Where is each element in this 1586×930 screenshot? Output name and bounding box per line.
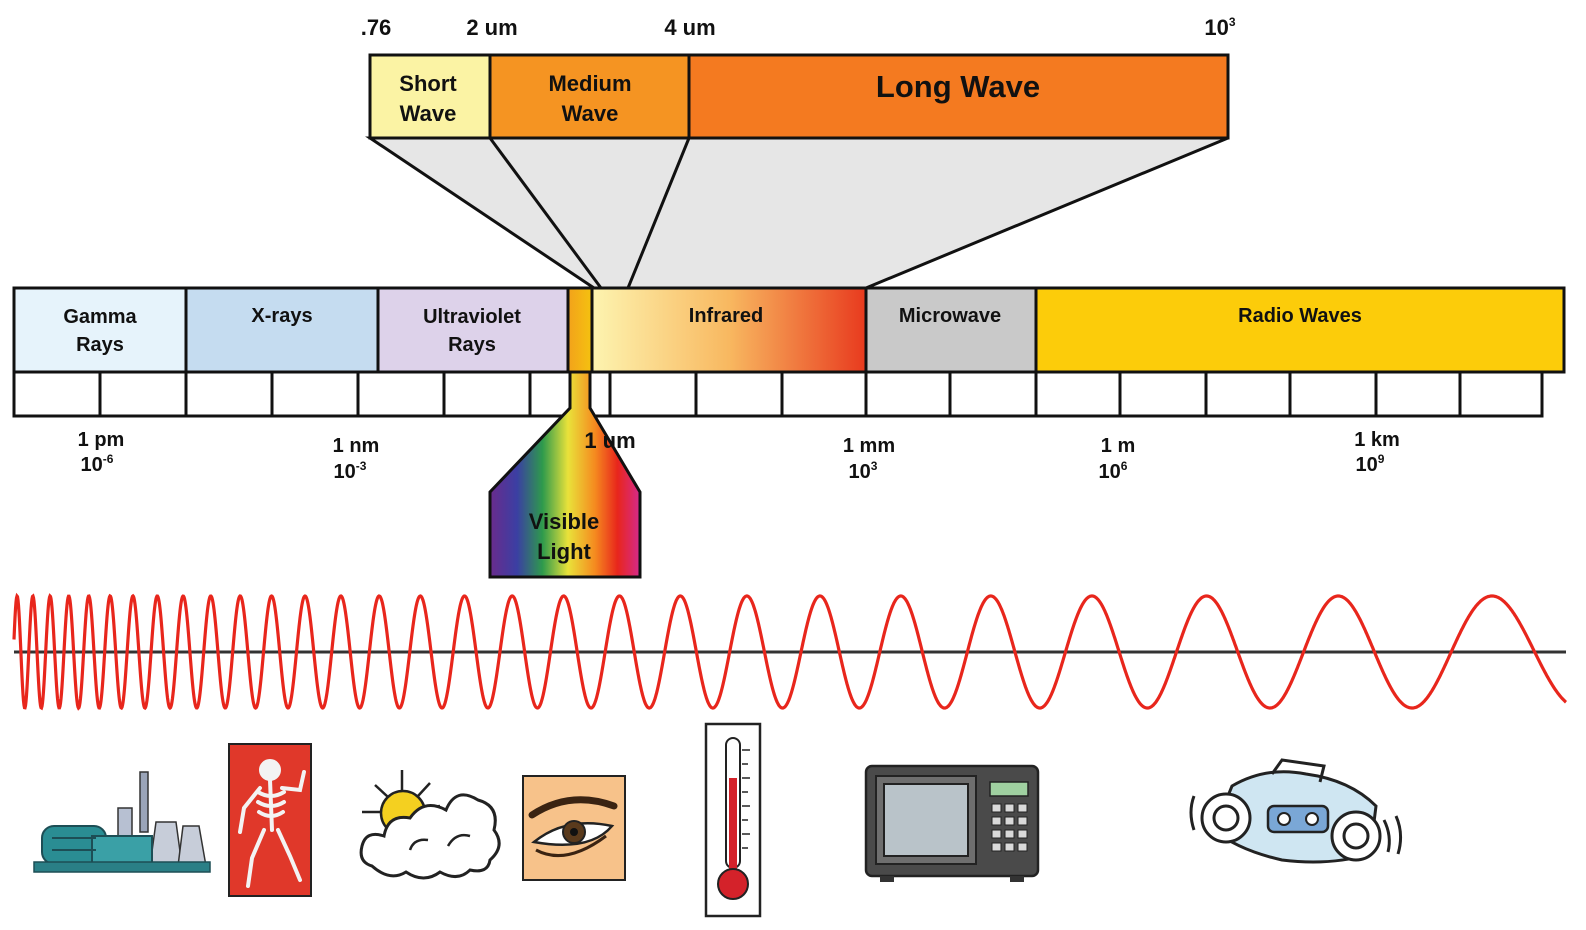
scale-box (1118, 370, 1208, 418)
scale-1pm-power: 10-6 (81, 452, 114, 476)
scale-box (1204, 370, 1292, 418)
xray-skeleton-icon (228, 743, 312, 897)
long-wave-label: Long Wave (876, 69, 1040, 104)
scale-box (694, 370, 784, 418)
scale-1um: 1 um (584, 428, 635, 453)
scale-box (1288, 370, 1378, 418)
nuclear-plant-icon (33, 771, 211, 873)
short-wave-label-2: Wave (400, 101, 457, 126)
eye-icon (522, 775, 626, 881)
ir-tick-2um: 2 um (466, 15, 517, 40)
microwave-oven-icon (864, 764, 1040, 882)
chirp-wave (12, 592, 1567, 711)
visible-stem (566, 286, 594, 374)
gamma-label-2: Rays (76, 334, 124, 356)
zoom-funnel-fill (365, 136, 1229, 290)
gamma-label-1: Gamma (63, 306, 137, 328)
scale-box (948, 370, 1038, 418)
zoom-line-short-medium (488, 137, 603, 289)
medium-wave-band (488, 53, 691, 140)
ir-detail-bar: Short Wave Medium Wave Long Wave .76 2 u… (361, 15, 1236, 140)
scale-1km-power: 109 (1356, 452, 1385, 476)
medium-wave-label-1: Medium (548, 71, 631, 96)
scale-1nm: 1 nm (333, 435, 380, 457)
wave-illustration (12, 592, 1567, 711)
sun-cloud-icon (359, 770, 501, 880)
radio-band (1034, 286, 1566, 374)
ir-tick-4um: 4 um (664, 15, 715, 40)
zoom-line-medium-long (626, 137, 691, 289)
radio-label: Radio Waves (1238, 305, 1362, 327)
uv-label-1: Ultraviolet (423, 306, 521, 328)
infrared-label: Infrared (689, 305, 763, 327)
scale-boxes (12, 370, 1544, 418)
scale-box (442, 370, 532, 418)
scale-box (1458, 370, 1544, 418)
scale-box (12, 370, 102, 418)
visible-label-1: Visible (529, 509, 600, 534)
infrared-band (590, 286, 868, 374)
microwave-band (864, 286, 1038, 374)
medium-wave-label-2: Wave (562, 101, 619, 126)
scale-1km: 1 km (1354, 429, 1400, 451)
scale-box (1034, 370, 1122, 418)
scale-box (184, 370, 274, 418)
xray-band (184, 286, 380, 374)
scale-box (608, 370, 698, 418)
ir-zoom-funnel (365, 136, 1229, 290)
scale-1mm: 1 mm (843, 435, 895, 457)
scale-1m: 1 m (1101, 435, 1135, 457)
xray-label: X-rays (251, 305, 312, 327)
visible-light: Visible Light (488, 286, 642, 579)
short-wave-label-1: Short (399, 71, 457, 96)
long-wave-band (687, 53, 1230, 140)
scale-box (864, 370, 952, 418)
scale-box (780, 370, 868, 418)
scale-box (1374, 370, 1462, 418)
scale-1m-power: 106 (1099, 459, 1128, 483)
thermometer-icon (704, 722, 762, 918)
ultraviolet-band (376, 286, 570, 374)
ir-tick-076: .76 (361, 15, 392, 40)
microwave-label: Microwave (899, 305, 1001, 327)
scale-box (98, 370, 188, 418)
scale-box (270, 370, 360, 418)
scale-1mm-power: 103 (849, 459, 878, 483)
uv-label-2: Rays (448, 334, 496, 356)
visible-label-2: Light (537, 539, 591, 564)
scale-1nm-power: 10-3 (334, 459, 367, 483)
spectrum-bar: Gamma Rays X-rays Ultraviolet Rays Infra… (12, 286, 1566, 374)
scale-box (356, 370, 446, 418)
visible-prism (488, 370, 642, 579)
ir-tick-10-3: 103 (1204, 15, 1235, 40)
scale-1pm: 1 pm (78, 429, 125, 451)
wavelength-scale: 1 pm 10-6 1 nm 10-3 1 um 1 mm 103 1 m 10… (78, 428, 1400, 483)
gamma-band (12, 286, 188, 374)
radio-boombox-icon (1189, 758, 1403, 864)
